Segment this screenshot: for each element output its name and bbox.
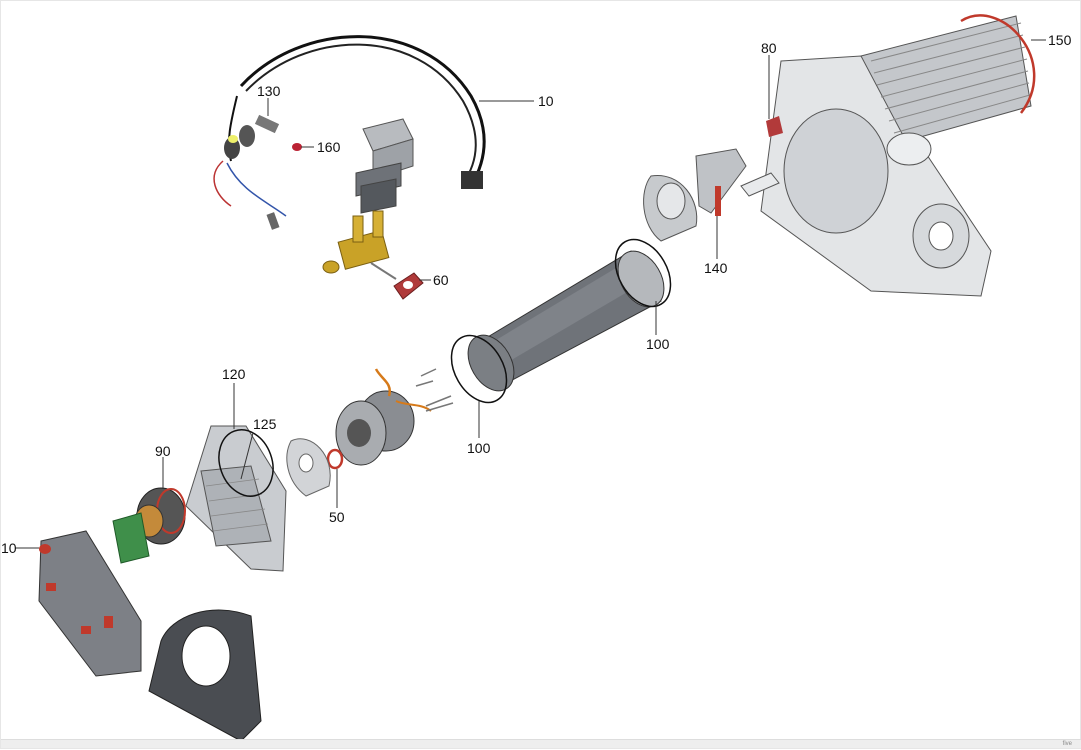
flange-gasket [393,272,424,300]
callout-50: 50 [329,509,345,525]
solenoid-coils [224,114,280,159]
brass-valve [322,210,397,280]
callout-10-left: 10 [1,540,17,556]
motor-o-ring [326,448,344,470]
callout-150: 150 [1048,32,1072,48]
corner-mark: five [1062,741,1072,747]
callout-100-upper: 100 [646,336,670,352]
status-bar [1,739,1081,748]
heating-tube [450,238,672,404]
callout-130: 130 [257,83,281,99]
callout-160: 160 [317,139,341,155]
callout-90: 90 [155,443,171,459]
callout-80: 80 [761,40,777,56]
callouts: 10 130 160 60 80 150 140 100 100 120 125… [1,32,1072,556]
wiring-harness [213,35,486,230]
fan-housing [760,14,1036,297]
blower-motor [335,368,454,466]
heat-shield-disc [286,438,331,497]
tube-end-cap [643,175,698,242]
small-gasket [292,143,302,151]
callout-60: 60 [433,272,449,288]
callout-120: 120 [222,366,246,382]
grille-housing [185,425,287,572]
callout-125: 125 [253,416,277,432]
rear-cover [38,530,142,677]
front-shroud [148,609,262,742]
callout-100-lower: 100 [467,440,491,456]
mounting-bracket [355,118,414,214]
side-bracket [695,148,780,216]
callout-10-top: 10 [538,93,554,109]
callout-140: 140 [704,260,728,276]
fan-motor-pcb [112,487,186,564]
